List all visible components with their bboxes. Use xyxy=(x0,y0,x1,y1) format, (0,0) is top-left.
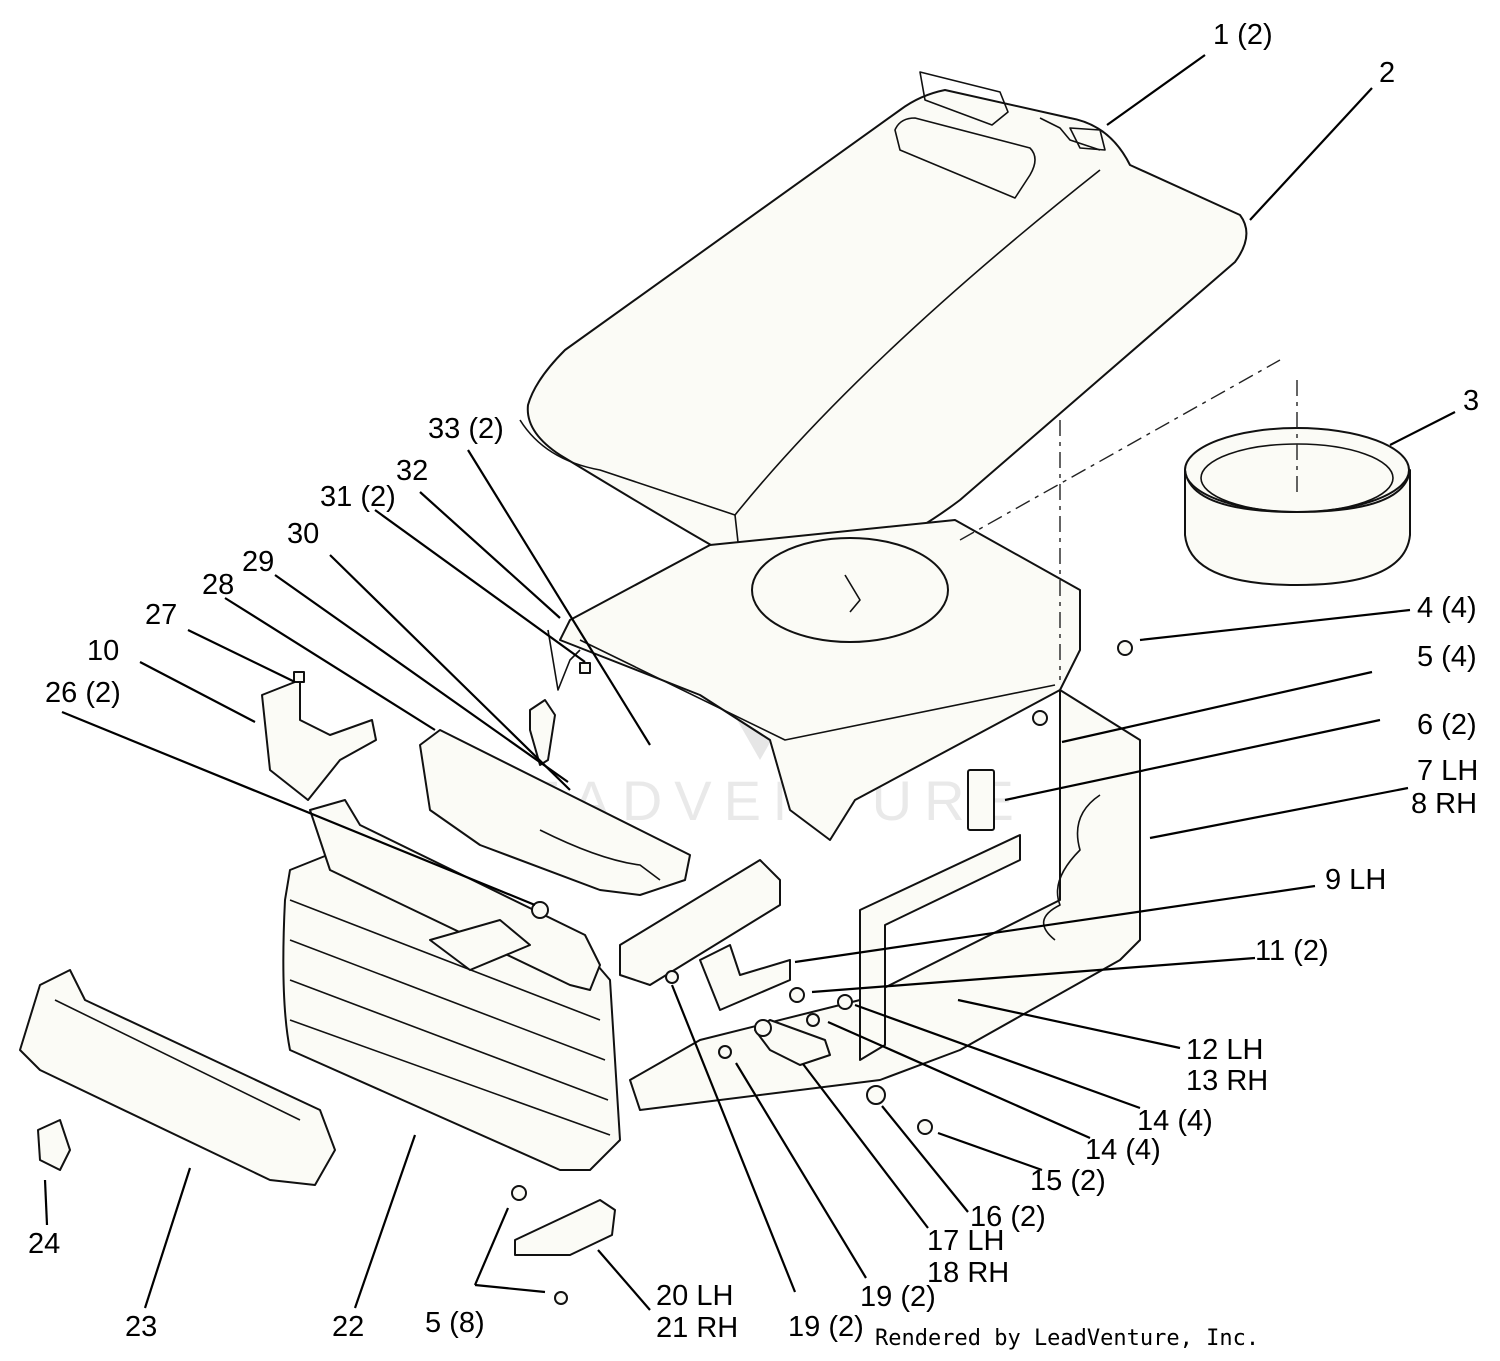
callout-28: 28 xyxy=(202,569,234,601)
callout-5-lower: 5 (8) xyxy=(425,1307,485,1339)
callout-9: 9 LH xyxy=(1325,864,1386,896)
callout-18: 18 RH xyxy=(927,1257,1009,1289)
callout-5-upper: 5 (4) xyxy=(1417,641,1477,673)
callout-29: 29 xyxy=(242,546,274,578)
bottom-bracket xyxy=(514,1199,616,1256)
callout-19-a: 19 (2) xyxy=(860,1281,936,1313)
callout-20: 20 LH xyxy=(656,1280,733,1312)
callout-8: 8 RH xyxy=(1411,788,1477,820)
callout-labels: 1 (2) 2 3 33 (2) 32 31 (2) 30 29 28 27 1… xyxy=(28,19,1479,1344)
bracket-17 xyxy=(754,1019,831,1066)
render-credit: Rendered by LeadVenture, Inc. xyxy=(875,1326,1259,1351)
callout-17: 17 LH xyxy=(927,1225,1004,1257)
callout-11: 11 (2) xyxy=(1255,935,1329,967)
callout-13: 13 RH xyxy=(1186,1065,1268,1097)
callout-2: 2 xyxy=(1379,57,1395,89)
callout-3: 3 xyxy=(1463,385,1479,417)
hood xyxy=(519,71,1248,561)
callout-21: 21 RH xyxy=(656,1312,738,1344)
callout-7: 7 LH xyxy=(1417,755,1478,787)
callout-22: 22 xyxy=(332,1311,364,1343)
callout-26: 26 (2) xyxy=(45,677,121,709)
callout-10: 10 xyxy=(87,635,119,667)
headlight-housing xyxy=(419,729,691,896)
callout-33: 33 (2) xyxy=(428,413,504,445)
mount-bracket xyxy=(619,859,791,1011)
callout-12: 12 LH xyxy=(1186,1034,1263,1066)
callout-15: 15 (2) xyxy=(1030,1165,1106,1197)
callout-23: 23 xyxy=(125,1311,157,1343)
callout-6: 6 (2) xyxy=(1417,709,1477,741)
callout-31: 31 (2) xyxy=(320,481,396,513)
bumper xyxy=(19,969,336,1186)
callout-4: 4 (4) xyxy=(1417,592,1477,624)
bracket-10 xyxy=(261,671,377,801)
callout-14-a: 14 (4) xyxy=(1137,1105,1213,1137)
side-panel xyxy=(629,359,1298,1111)
callout-16: 16 (2) xyxy=(970,1201,1046,1233)
callout-14-b: 14 (4) xyxy=(1085,1134,1161,1166)
callout-24: 24 xyxy=(28,1228,60,1260)
grille xyxy=(282,799,621,1171)
frame-rail xyxy=(859,769,1021,1061)
callout-19-b: 19 (2) xyxy=(788,1311,864,1343)
hardware xyxy=(511,640,1133,1305)
callout-30: 30 xyxy=(287,518,319,550)
callout-32: 32 xyxy=(396,455,428,487)
callout-1: 1 (2) xyxy=(1213,19,1273,51)
leader-lines xyxy=(43,54,1456,1311)
callout-27: 27 xyxy=(145,599,177,631)
